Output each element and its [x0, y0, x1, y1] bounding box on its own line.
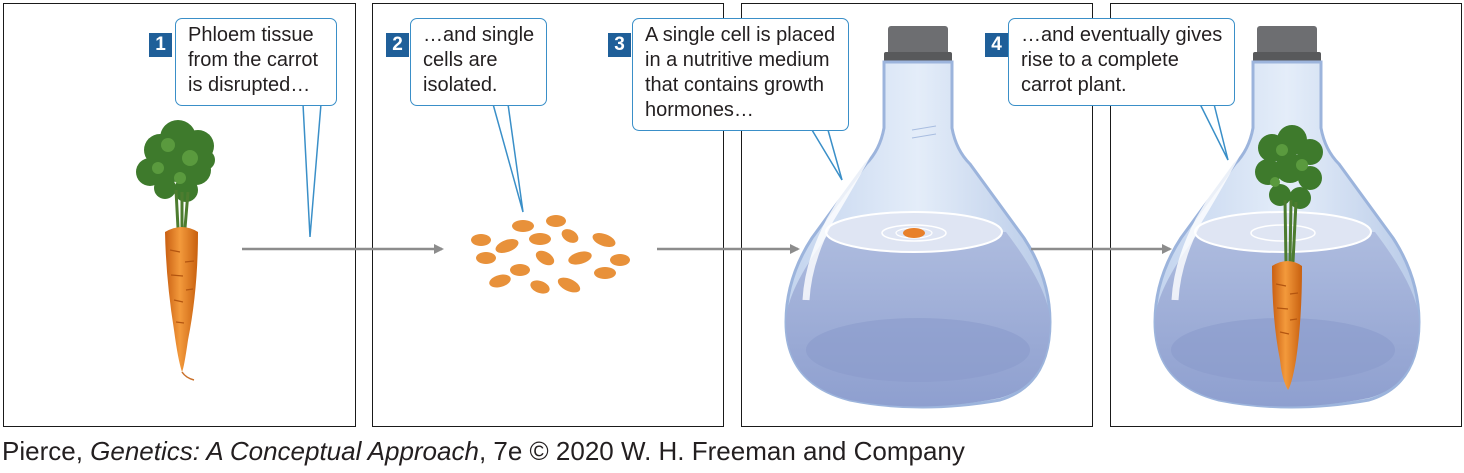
callout-2-pointer	[492, 103, 524, 213]
callout-4-pointer	[1199, 103, 1229, 161]
credit-publisher: , 7e © 2020 W. H. Freeman and Company	[478, 436, 965, 466]
step-number-badge: 3	[608, 33, 631, 57]
callout-step-3: A single cell is placed in a nutritive m…	[632, 18, 849, 131]
step-number-badge: 4	[985, 33, 1008, 57]
isolated-cells	[471, 215, 630, 294]
callout-step-4: …and eventually gives rise to a complete…	[1008, 18, 1235, 106]
step-number-badge: 2	[386, 33, 409, 57]
credit-book-title: Genetics: A Conceptual Approach	[90, 436, 479, 466]
callout-3-pointer	[811, 129, 843, 181]
flask-with-carrot-icon	[1153, 26, 1421, 409]
step-number-badge: 1	[149, 33, 172, 57]
carrot-icon	[136, 120, 215, 381]
callout-1-pointer	[302, 103, 322, 238]
credit-author: Pierce,	[2, 436, 91, 466]
flask-icon	[784, 26, 1052, 409]
callout-step-1: Phloem tissue from the carrot is disrupt…	[175, 18, 337, 106]
figure-credit: Pierce, Genetics: A Conceptual Approach,…	[2, 436, 965, 467]
callout-step-2: …and single cells are isolated.	[410, 18, 547, 106]
